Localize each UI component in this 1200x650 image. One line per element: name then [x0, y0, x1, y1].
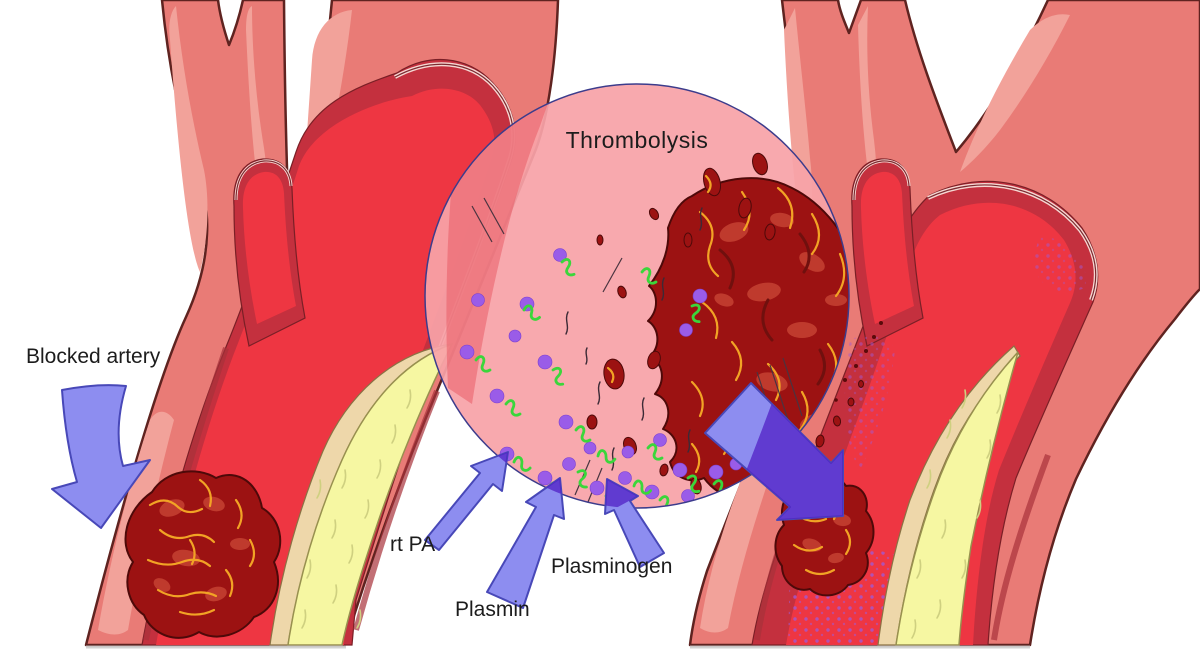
blocked-artery-label: Blocked artery [26, 345, 161, 368]
blocked-artery-arrow-icon [51, 384, 151, 529]
thrombus-clot-left [124, 470, 282, 639]
plasminogen-label: Plasminogen [551, 555, 672, 578]
fibrin-network-magnified [690, 186, 849, 476]
rt-pa-arrow-icon [424, 451, 509, 551]
rt-pa-label: rt PA [390, 533, 435, 556]
plasmin-label: Plasmin [455, 598, 530, 621]
atherosclerotic-plaque-right [877, 345, 1021, 646]
plasminogen-particles [459, 248, 755, 503]
magnifier-rim [424, 83, 850, 509]
plaque-body-right [895, 351, 1019, 646]
plaque-body-left [287, 342, 454, 646]
plasmin-arrow-icon [486, 477, 565, 609]
fibrin-strands-left [146, 478, 256, 616]
blocked-artery-branch-cut [233, 158, 306, 347]
blocked-artery-vessel [84, 0, 560, 647]
diagram-title: Thrombolysis [566, 127, 709, 153]
atherosclerotic-plaque-left [269, 342, 454, 646]
treated-artery-branch-cut [851, 158, 924, 347]
plaque-texture-right [911, 389, 1002, 639]
clot-fragments-magnified [586, 152, 776, 495]
plaque-texture-left [301, 389, 412, 629]
